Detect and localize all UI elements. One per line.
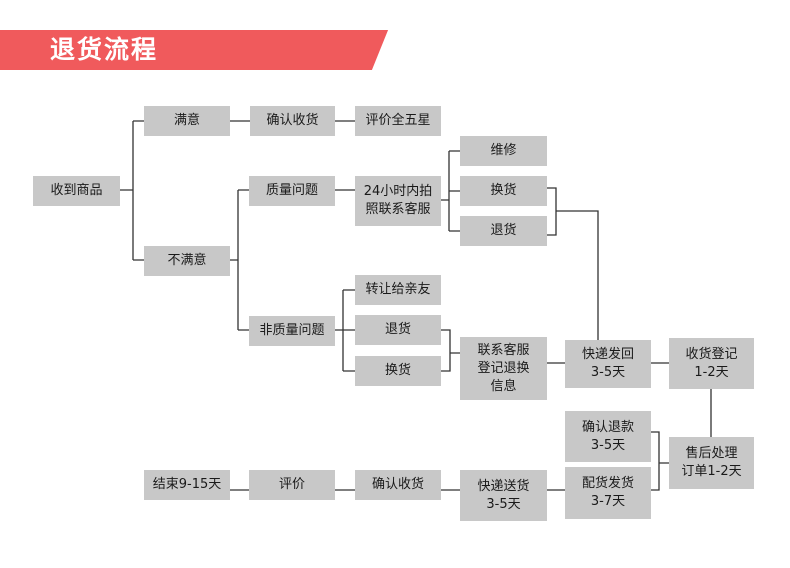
connector-quality-to-express: [547, 187, 599, 340]
connector-nonquality-options: [335, 289, 355, 372]
connector-unsatisfied-branches: [230, 189, 249, 331]
connector-nonquality-to-contact: [441, 329, 460, 372]
node-confirm-receipt-bottom: 确认收货: [355, 470, 441, 500]
node-quality-issue: 质量问题: [249, 176, 335, 206]
node-exchange-non-quality: 换货: [355, 356, 441, 386]
connector-aftersales-branches: [651, 431, 669, 491]
node-receive-register: 收货登记 1-2天: [669, 338, 754, 389]
node-rate: 评价: [249, 470, 335, 500]
node-return-quality: 退货: [460, 216, 547, 246]
node-express-deliver: 快递送货 3-5天: [460, 470, 547, 521]
node-end: 结束9-15天: [144, 470, 230, 500]
node-rate-five-star: 评价全五星: [355, 106, 441, 136]
node-after-sales: 售后处理 订单1-2天: [669, 437, 754, 489]
node-gift-to-friend: 转让给亲友: [355, 275, 441, 305]
title-banner: 退货流程: [0, 30, 395, 70]
node-confirm-refund: 确认退款 3-5天: [565, 411, 651, 462]
node-return-non-quality: 退货: [355, 315, 441, 345]
node-receive-goods: 收到商品: [33, 176, 120, 206]
node-contact-register: 联系客服 登记退换 信息: [460, 337, 547, 400]
node-confirm-receipt-top: 确认收货: [250, 106, 335, 136]
node-express-return: 快递发回 3-5天: [565, 340, 651, 388]
connector-receive-branches: [120, 120, 144, 261]
node-satisfied: 满意: [144, 106, 230, 136]
node-repair: 维修: [460, 136, 547, 166]
node-exchange-quality: 换货: [460, 176, 547, 206]
node-ship-goods: 配货发货 3-7天: [565, 467, 651, 519]
connector-photo-options: [441, 150, 460, 232]
node-unsatisfied: 不满意: [144, 246, 230, 276]
node-photo-contact-service: 24小时内拍 照联系客服: [355, 176, 441, 226]
node-non-quality-issue: 非质量问题: [249, 316, 335, 346]
page-title: 退货流程: [50, 35, 159, 64]
